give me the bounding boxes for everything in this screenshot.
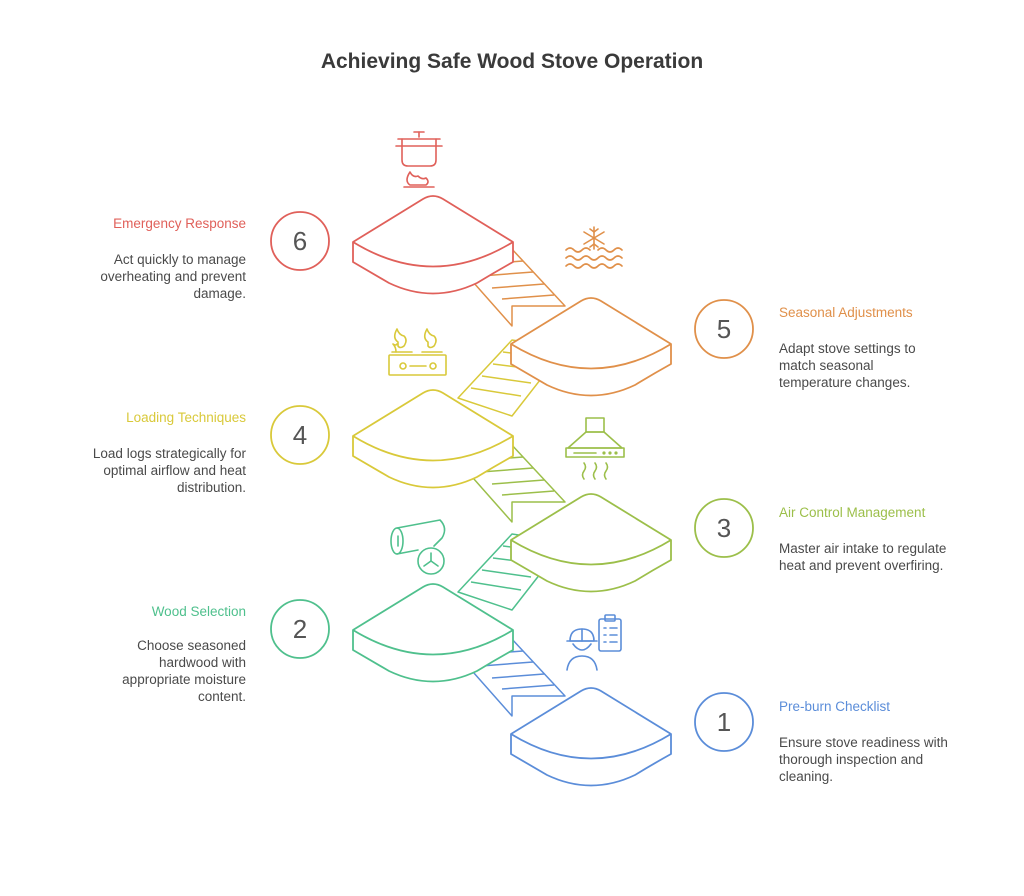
step-number-4: 4 — [270, 405, 330, 465]
svg-text:4: 4 — [293, 420, 307, 450]
step-number-2: 2 — [270, 599, 330, 659]
step-3-description: Master air intake to regulate heat and p… — [779, 541, 947, 573]
platform-4 — [352, 389, 514, 489]
platform-6 — [352, 195, 514, 295]
step-5-title: Seasonal Adjustments — [779, 305, 913, 320]
svg-text:6: 6 — [293, 226, 307, 256]
step-5-description: Adapt stove settings to match seasonal t… — [779, 341, 916, 390]
range-hood-icon — [565, 417, 625, 480]
step-3-title: Air Control Management — [779, 505, 926, 520]
step-6-description: Act quickly to manage overheating and pr… — [100, 252, 246, 301]
snowflake-waves-icon — [565, 226, 623, 269]
step-number-6: 6 — [270, 211, 330, 271]
step-6-title: Emergency Response — [113, 216, 246, 231]
svg-text:2: 2 — [293, 614, 307, 644]
step-number-3: 3 — [694, 498, 754, 558]
platform-3 — [510, 493, 672, 593]
svg-text:5: 5 — [717, 314, 731, 344]
logs-icon — [390, 519, 446, 575]
platform-1 — [510, 687, 672, 787]
platform-2 — [352, 583, 514, 683]
step-1-description: Ensure stove readiness with thorough ins… — [779, 735, 948, 784]
step-number-5: 5 — [694, 299, 754, 359]
step-4-description: Load logs strategically for optimal airf… — [92, 446, 246, 495]
platform-5 — [510, 297, 672, 397]
step-4-title: Loading Techniques — [126, 410, 246, 425]
pot-on-fire-icon — [395, 131, 443, 188]
inspector-clipboard-icon — [566, 614, 622, 671]
stove-burners-icon — [388, 328, 447, 376]
step-1-title: Pre-burn Checklist — [779, 699, 891, 714]
step-number-1: 1 — [694, 692, 754, 752]
step-2-description: Choose seasoned hardwood with appropriat… — [122, 638, 246, 704]
svg-text:3: 3 — [717, 513, 731, 543]
step-2-title: Wood Selection — [151, 604, 246, 619]
page-title: Achieving Safe Wood Stove Operation — [320, 50, 704, 73]
svg-text:1: 1 — [717, 707, 731, 737]
